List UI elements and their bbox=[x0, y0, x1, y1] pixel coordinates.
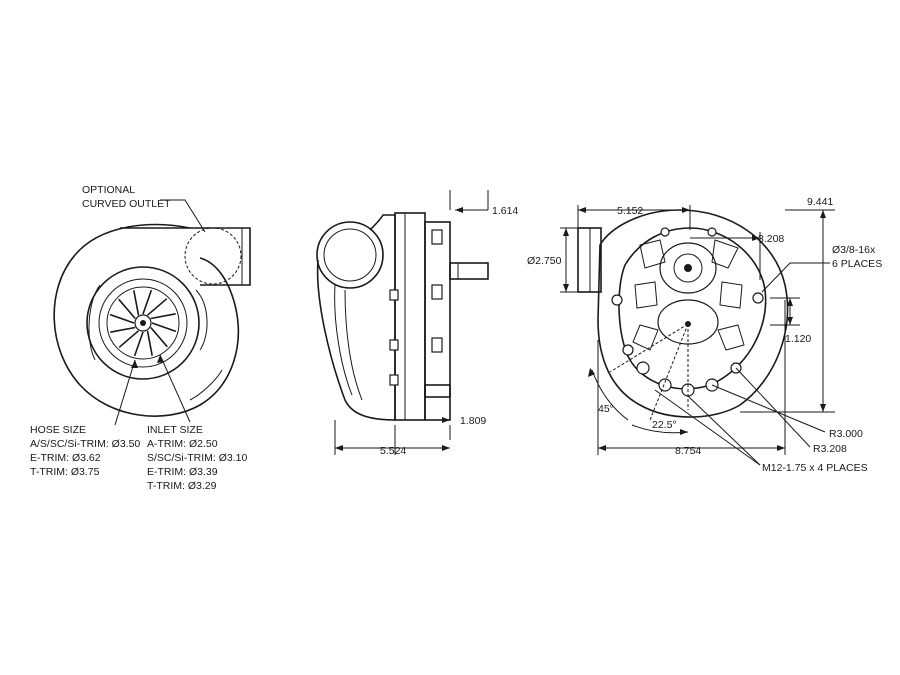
optional-outlet-leader bbox=[160, 199, 206, 233]
optional-curved-outlet-circle bbox=[184, 227, 242, 285]
hose-size-row: T-TRIM: Ø3.75 bbox=[30, 466, 100, 478]
impeller-blades bbox=[109, 289, 177, 357]
impeller-blade bbox=[133, 290, 140, 316]
dim-outlet-diameter: Ø2.750 bbox=[527, 255, 562, 267]
impeller-blade bbox=[142, 289, 153, 315]
volute-housing-outline bbox=[53, 223, 240, 417]
inlet-size-title: INLET SIZE bbox=[147, 424, 203, 436]
impeller-blade bbox=[150, 313, 176, 320]
inlet-ring bbox=[98, 278, 188, 368]
dim-boss-offset: 3.208 bbox=[758, 233, 784, 245]
dim-angle-22-5: 22.5° bbox=[652, 419, 677, 431]
impeller-blade bbox=[146, 298, 168, 316]
impeller-blade bbox=[110, 326, 136, 333]
inlet-size-row: E-TRIM: Ø3.39 bbox=[147, 466, 218, 478]
side-body-outline bbox=[316, 214, 396, 421]
dim-metric-thread: M12-1.75 x 4 PLACES bbox=[762, 462, 868, 474]
inlet-size-row: A-TRIM: Ø2.50 bbox=[147, 438, 218, 450]
dim-vertical-offset: 1.120 bbox=[785, 333, 811, 345]
hose-size-title: HOSE SIZE bbox=[30, 424, 86, 436]
inlet-size-row: T-TRIM: Ø3.29 bbox=[147, 480, 217, 492]
side-shaft bbox=[449, 262, 489, 280]
hose-size-leader bbox=[114, 359, 136, 426]
dim-base-depth: 1.809 bbox=[460, 415, 486, 427]
dim-radius-3208: R3.208 bbox=[813, 443, 847, 455]
side-flange bbox=[424, 221, 451, 398]
inlet-outer-ring bbox=[86, 266, 200, 380]
side-view bbox=[316, 190, 489, 455]
dim-overall-width: 9.441 bbox=[807, 196, 833, 208]
hose-size-row: A/S/SC/Si-TRIM: Ø3.50 bbox=[30, 438, 140, 450]
dim-angle-45: 45° bbox=[598, 403, 614, 415]
impeller-blade bbox=[118, 298, 136, 320]
dim-thread-spec: Ø3/8-16x bbox=[832, 244, 876, 256]
impeller-blade bbox=[133, 331, 144, 357]
dim-radius-3000: R3.000 bbox=[829, 428, 863, 440]
labels: OPTIONAL CURVED OUTLET HOSE SIZE A/S/SC/… bbox=[30, 184, 882, 492]
impeller-blade bbox=[146, 330, 153, 356]
side-main-block bbox=[394, 212, 426, 421]
optional-outlet-label-1: OPTIONAL bbox=[82, 184, 135, 196]
inlet-size-leader bbox=[159, 354, 191, 423]
dim-bottom-width: 8.754 bbox=[675, 445, 701, 457]
dim-side-overall: 5.524 bbox=[380, 445, 406, 457]
front-view bbox=[53, 199, 251, 426]
dim-shaft-length: 1.614 bbox=[492, 205, 518, 217]
inlet-size-row: S/SC/Si-TRIM: Ø3.10 bbox=[147, 452, 248, 464]
impeller-blade bbox=[109, 313, 135, 324]
side-outlet-circle bbox=[316, 221, 384, 289]
dim-outlet-offset: 5.152 bbox=[617, 205, 643, 217]
impeller-blade bbox=[118, 330, 140, 348]
hose-size-row: E-TRIM: Ø3.62 bbox=[30, 452, 101, 464]
dim-thread-count: 6 PLACES bbox=[832, 258, 882, 270]
impeller-blade bbox=[151, 322, 177, 333]
impeller-blade bbox=[150, 326, 168, 348]
optional-outlet-label-2: CURVED OUTLET bbox=[82, 198, 171, 210]
rear-view bbox=[560, 205, 835, 466]
